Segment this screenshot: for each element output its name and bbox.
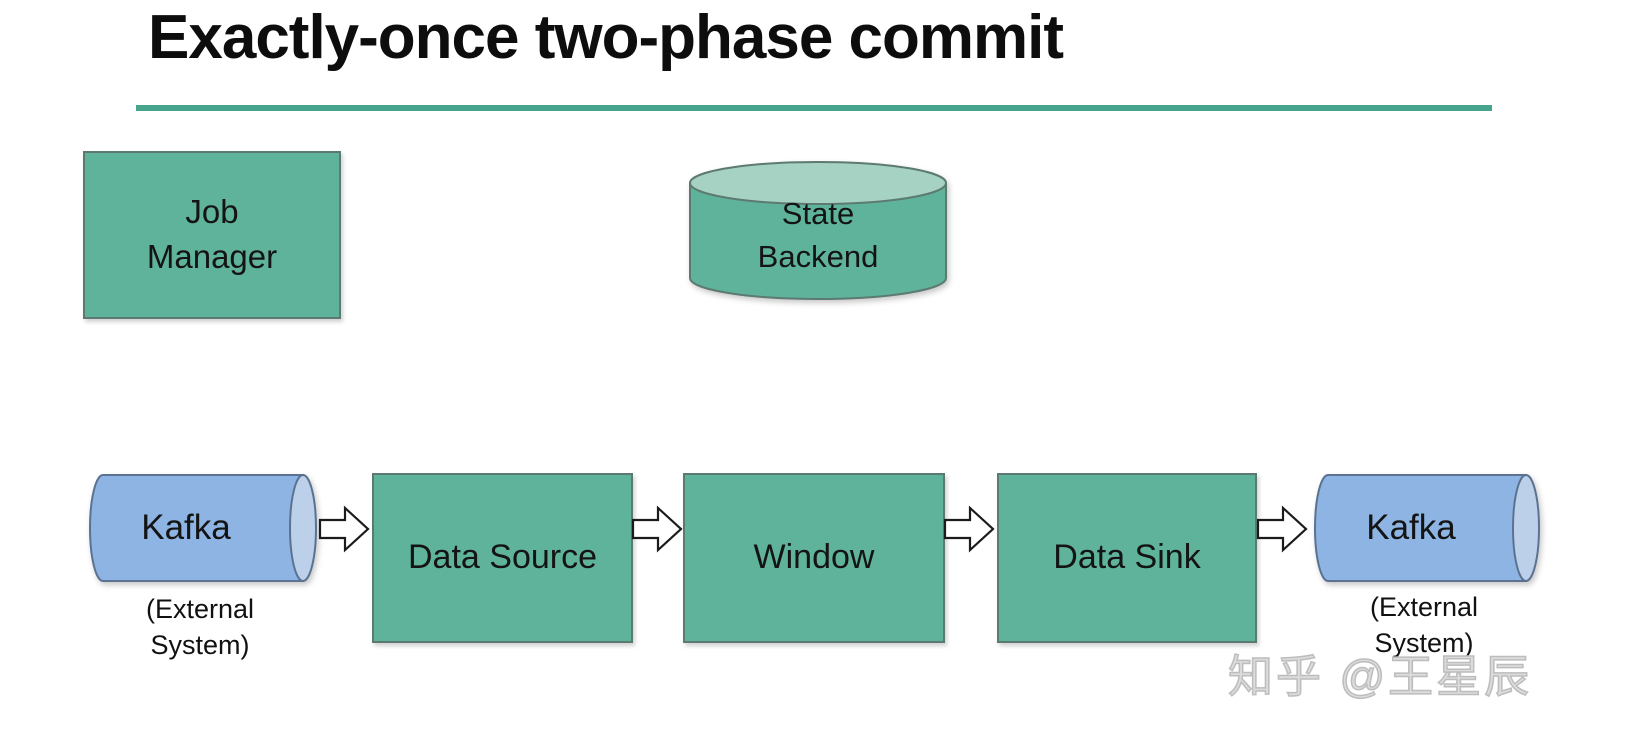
job-manager-label: Job Manager: [146, 193, 278, 275]
kafka-source-label: Kafka: [141, 508, 231, 547]
data-sink-label: Data Sink: [1053, 538, 1201, 577]
window-node: Window: [683, 473, 945, 643]
kafka-sink-node: Kafka: [1308, 473, 1540, 583]
data-source-label: Data Source: [408, 538, 597, 577]
kafka-sink-label: Kafka: [1366, 508, 1456, 547]
external-system-label: (External System): [1369, 592, 1479, 658]
job-manager-node: Job Manager: [83, 151, 341, 319]
flow-arrow-icon: [1256, 501, 1308, 557]
watermark: 知乎 @王星辰: [1227, 650, 1533, 703]
kafka-source-node: Kafka: [83, 473, 317, 583]
window-label: Window: [753, 538, 875, 577]
flow-arrow-icon: [631, 501, 683, 557]
data-sink-node: Data Sink: [997, 473, 1257, 643]
state-backend-node: State Backend: [688, 160, 948, 302]
title-underline: [136, 105, 1492, 111]
flow-arrow-icon: [943, 501, 995, 557]
horizontal-cylinder-icon: [89, 474, 317, 582]
external-system-label: (External System): [145, 594, 255, 660]
flow-arrow-icon: [318, 501, 370, 557]
data-source-node: Data Source: [372, 473, 633, 643]
page-title: Exactly-once two-phase commit: [148, 3, 1064, 72]
state-backend-label: State Backend: [757, 196, 879, 274]
database-cylinder-icon: [689, 161, 947, 300]
horizontal-cylinder-icon: [1314, 474, 1540, 582]
